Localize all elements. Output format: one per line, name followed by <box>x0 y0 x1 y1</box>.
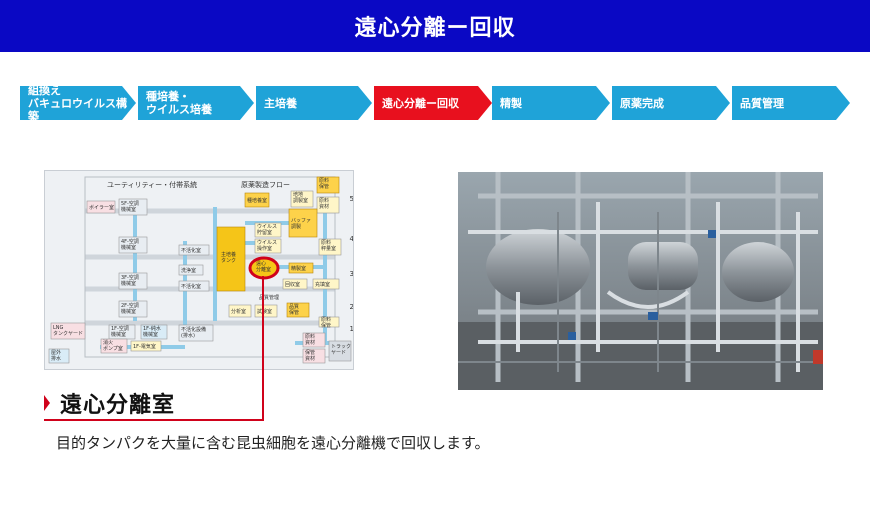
box-raw: 原料資材 <box>305 333 315 346</box>
box-boiler: ボイラー室 <box>89 204 114 211</box>
box-raw3: 原料資材 <box>319 197 329 210</box>
floor-3f: 3F <box>350 270 353 278</box>
step-1[interactable]: 組換え バキュロウイルス構築 <box>20 86 136 120</box>
step-4-label: 遠心分離ー回収 <box>382 96 459 110</box>
equipment-photo <box>458 172 823 390</box>
box-liquid: 原料秤量室 <box>321 239 336 252</box>
diagram-right-title: 原薬製造フロー <box>241 180 290 189</box>
box-room5b: 原料保管 <box>319 177 329 190</box>
box-wash: 洗浄室 <box>181 267 196 274</box>
box-purify: 精製室 <box>291 265 306 272</box>
process-steps: 組換え バキュロウイルス構築 種培養・ ウイルス培養 主培養 遠心分離ー回収 精… <box>20 86 850 120</box>
centrifuge-highlight[interactable] <box>248 256 280 280</box>
box-centrifuge: 遠心分離室 <box>256 260 271 273</box>
box-analysis: 分析室 <box>231 308 246 315</box>
box-virus2: ウイルス操作室 <box>257 239 277 252</box>
box-seed: 種培養室 <box>247 197 267 204</box>
floor-4f: 4F <box>350 235 353 243</box>
box-power: 1F-電気室 <box>133 343 156 350</box>
box-qc: 品質管理 <box>259 294 279 301</box>
step-6-label: 原薬完成 <box>620 96 664 110</box>
box-inactive1: 不活化室 <box>181 247 201 254</box>
step-3-label: 主培養 <box>264 96 297 110</box>
box-buffer: バッファ調製 <box>291 218 311 230</box>
room-description: 目的タンパクを大量に含む昆虫細胞を遠心分離機で回収します。 <box>56 434 490 452</box>
step-3[interactable]: 主培養 <box>256 86 372 120</box>
room-title: 遠心分離室 <box>44 387 175 419</box>
box-virus1: ウイルス貯留室 <box>257 223 277 236</box>
box-quality: 品質保管 <box>289 303 299 316</box>
diagram-left-title: ユーティリティー・付帯系統 <box>107 180 197 189</box>
step-4[interactable]: 遠心分離ー回収 <box>374 86 492 120</box>
step-7-label: 品質管理 <box>740 96 784 110</box>
step-2-label: 種培養・ ウイルス培養 <box>146 90 212 116</box>
page-title: 遠心分離ー回収 <box>354 16 516 41</box>
box-machine4f: 4F-空調機械室 <box>121 238 139 251</box>
step-7[interactable]: 品質管理 <box>732 86 850 120</box>
floor-2f: 2F <box>350 303 353 311</box>
box-filling: 充填室 <box>315 281 330 288</box>
box-raw2: 原料保管 <box>321 316 331 329</box>
box-main: 主培養タンク <box>221 251 236 264</box>
triangle-marker-icon <box>44 395 50 411</box>
step-5-label: 精製 <box>500 96 522 110</box>
box-machine5f: 5F-空調機械室 <box>121 200 139 213</box>
step-2[interactable]: 種培養・ ウイルス培養 <box>138 86 254 120</box>
box-room5a: 培地調製室 <box>293 191 308 204</box>
box-recover: 回収室 <box>285 281 300 288</box>
facility-flow-diagram: ユーティリティー・付帯系統 原薬製造フロー 5F 4F 3F 2F 1F ボイラ… <box>44 170 354 370</box>
step-1-label: 組換え バキュロウイルス構築 <box>28 83 127 123</box>
step-6[interactable]: 原薬完成 <box>612 86 730 120</box>
box-storage: 保管資材 <box>305 349 315 362</box>
box-truck: トラックヤード <box>331 344 351 356</box>
box-test: 試験室 <box>257 308 272 315</box>
step-5[interactable]: 精製 <box>492 86 610 120</box>
floor-5f: 5F <box>350 195 353 203</box>
floor-1f: 1F <box>350 325 353 333</box>
box-inactive2: 不活化室 <box>181 283 201 290</box>
box-outside: 屋外排水 <box>51 349 61 362</box>
page-header: 遠心分離ー回収 <box>0 0 870 52</box>
room-title-text: 遠心分離室 <box>60 393 176 418</box>
